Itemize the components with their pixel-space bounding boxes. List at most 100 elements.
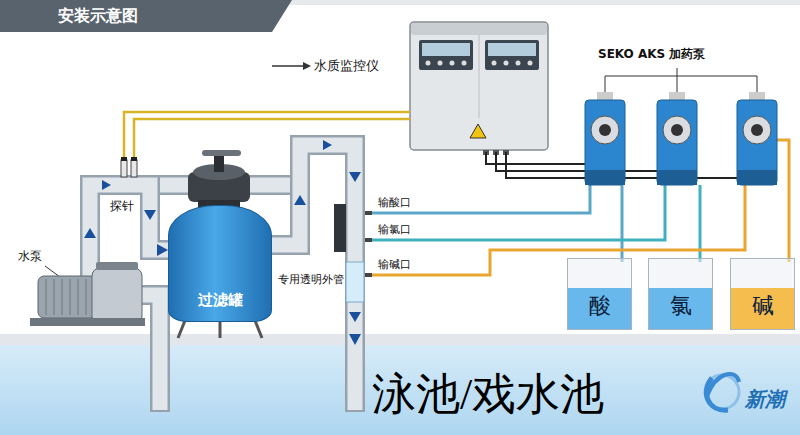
injection-fittings (365, 238, 372, 242)
dosing-pump (751, 124, 763, 136)
controller (410, 22, 548, 150)
flow-arrows (102, 180, 111, 190)
pump-label: 水泵 (18, 250, 42, 264)
title-tab (0, 0, 800, 32)
alkali-tank: 碱 (730, 258, 795, 330)
controller (470, 124, 486, 138)
node-text: 碱 (752, 293, 774, 319)
dosing-lines (366, 185, 665, 240)
pipe-connector (272, 145, 361, 345)
water-pump (96, 262, 138, 270)
water-pump (30, 318, 145, 326)
pool-pipes (160, 345, 355, 410)
probes (131, 160, 137, 177)
dosing-lines (366, 185, 590, 213)
port-label: 输酸口 (378, 197, 411, 210)
dosing-pump (585, 100, 625, 185)
pipe-label: 专用透明外管 (278, 274, 344, 287)
arrow-head (349, 334, 361, 345)
acid-tank: 酸 (567, 258, 632, 330)
pump-bracket (605, 68, 757, 94)
chlorine-tank: 氯 (648, 258, 713, 330)
pool-water (0, 345, 800, 435)
node-text: 泳池/戏水池 (372, 369, 604, 422)
flow-arrows (84, 228, 96, 238)
monitor-arrow (303, 62, 311, 70)
injection-fittings (365, 211, 372, 215)
controller (426, 61, 431, 66)
controller (528, 61, 533, 66)
dosing-pump (599, 124, 611, 136)
probes (121, 157, 137, 177)
pump-group-label: SEKO AKS 加药泵 (598, 48, 705, 62)
pool-band: 泳池/戏水池 (0, 345, 800, 435)
flow-arrows (84, 140, 361, 322)
water-pump (30, 262, 145, 326)
probes (121, 160, 127, 177)
control-wires (506, 152, 757, 178)
dosing-pump (671, 124, 683, 136)
flow-arrows (144, 210, 156, 220)
pump-bracket (605, 68, 757, 94)
controller (422, 43, 470, 56)
ground-strip (0, 334, 800, 345)
flow-arrows (323, 140, 332, 150)
controller (492, 61, 497, 66)
arrow-head (157, 244, 168, 256)
pool-pipes (160, 345, 355, 412)
controller (504, 61, 509, 66)
probe-wires (124, 112, 410, 160)
title-tab (0, 0, 292, 32)
monitor-arrow (272, 65, 303, 67)
injection-fittings (346, 262, 364, 302)
controller (479, 35, 480, 118)
pipe-body (272, 145, 355, 345)
dosing-pump (737, 92, 777, 185)
controller (488, 43, 536, 56)
dosing-pump (585, 170, 625, 185)
dosing-pump (657, 100, 697, 185)
controller (419, 40, 473, 70)
multiport-valve (188, 152, 250, 208)
pool-water (0, 345, 800, 435)
water-pump (92, 268, 142, 324)
watermark: 新潮 (745, 388, 785, 411)
monitor-arrow (272, 62, 311, 70)
dosing-lines (366, 140, 789, 275)
node-text: 过滤罐 (198, 291, 243, 309)
probe-label: 探针 (110, 200, 134, 214)
dosing-pump (591, 116, 619, 144)
control-wires (486, 152, 600, 164)
node-text: 酸 (589, 293, 611, 319)
logo-mark (705, 374, 739, 410)
controller (516, 61, 521, 66)
water-pump (46, 279, 86, 315)
controller (450, 61, 455, 66)
probe-wires (124, 112, 410, 160)
controller (438, 61, 443, 66)
ground-strip (0, 334, 800, 345)
dosing-lines (777, 140, 789, 262)
controller (410, 22, 548, 155)
flow-arrows (349, 172, 361, 182)
dosing-pump (657, 92, 697, 185)
dosing-pump (737, 170, 777, 185)
node-text: 氯 (670, 293, 692, 319)
flow-arrows (294, 195, 306, 205)
pool-pipes (160, 345, 355, 412)
controller (485, 40, 539, 70)
probe-wires (134, 119, 410, 160)
dosing-pump (743, 116, 771, 144)
injection-fittings (334, 204, 346, 252)
controller (462, 61, 467, 66)
dosing-pump (585, 92, 625, 185)
logo-mark (707, 374, 739, 396)
pipe-outline (272, 145, 355, 345)
dosing-pump (737, 100, 777, 185)
dosing-pump (663, 116, 691, 144)
port-label: 输氯口 (378, 224, 411, 237)
